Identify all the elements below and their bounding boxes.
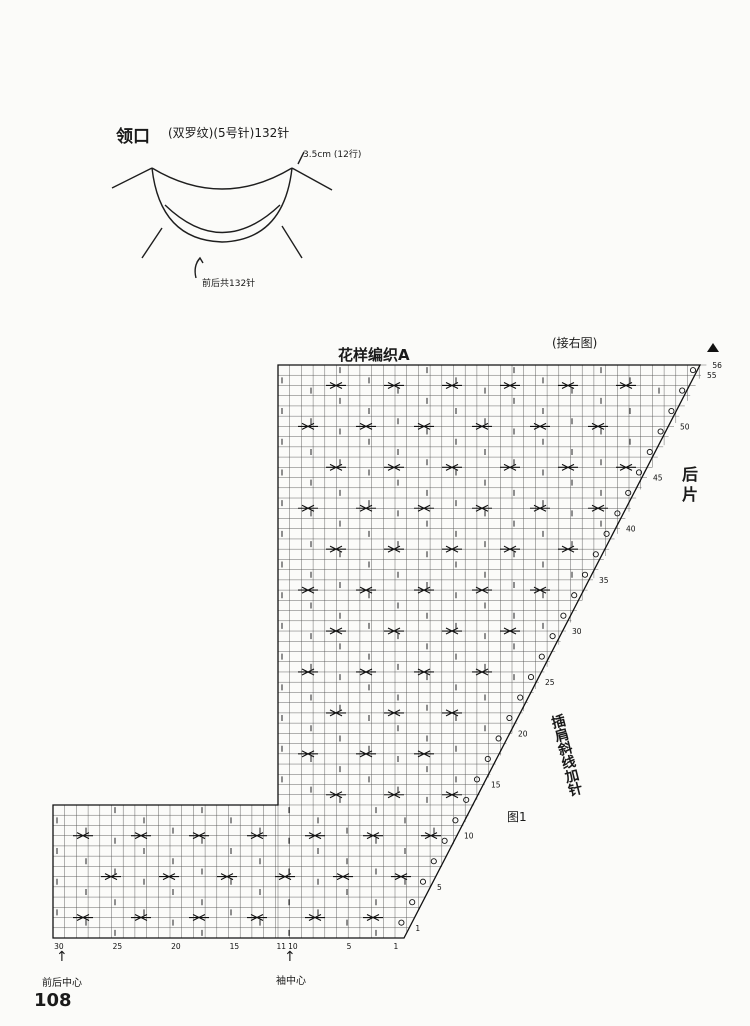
raglan-line-right [281,225,303,259]
neckline-title: 领口 [116,127,150,147]
column-label: 20 [171,942,181,951]
yarn-over-symbols [398,367,697,926]
neck-rib-line [164,204,281,234]
start-triangle-icon [707,343,719,352]
column-label: 25 [113,942,123,951]
sleeve-arrow-icon: ↑ [284,949,296,965]
row-label: 30 [572,627,582,636]
page-number: 108 [34,990,72,1011]
row-label: 10 [464,832,474,841]
column-label: 15 [230,942,240,951]
cable-cross-symbols [73,381,636,922]
row-label: 45 [653,474,663,483]
height-pointer [297,151,305,165]
column-label: 1 [393,942,398,951]
row-label: 5 [437,883,442,892]
row-label: 1 [415,924,420,933]
neck-edge-inner [151,167,293,190]
raglan-line-left [141,227,163,259]
chart-outline [52,364,702,939]
continue-note: (接右图) [552,336,598,350]
center-arrow-icon: ↑ [56,949,68,965]
column-label: 11 [276,942,286,951]
row-label: 50 [680,422,690,431]
side-label: 后片 [679,466,698,506]
total-pointer-head [196,256,204,264]
figure-label: 图1 [507,810,527,824]
shoulder-line-left [111,167,153,189]
row-label: 56 [712,361,722,370]
marker-front-back-center: 前后中心 [42,978,82,989]
row-label: 35 [599,576,609,585]
chart-title: 花样编织A [338,346,410,364]
row-label: 40 [626,525,636,534]
neck-edge-outer [151,167,293,243]
column-label: 10 [288,942,298,951]
neckline-total-note: 前后共132针 [202,279,256,289]
neckline-diagram [111,151,333,279]
neckline-height-note: 3.5cm (12行) [303,150,362,160]
column-label: 5 [347,942,352,951]
marker-sleeve-center: 袖中心 [276,976,306,987]
chart-gridlines [52,364,707,939]
row-label: 55 [707,371,717,380]
column-label: 30 [54,942,64,951]
row-label: 15 [491,781,501,790]
row-label: 20 [518,729,528,738]
shoulder-line-right [291,167,333,191]
row-label: 25 [545,678,555,687]
purl-stitch-marks [56,367,660,936]
neckline-spec: (双罗纹)(5号针)132针 [168,126,290,140]
